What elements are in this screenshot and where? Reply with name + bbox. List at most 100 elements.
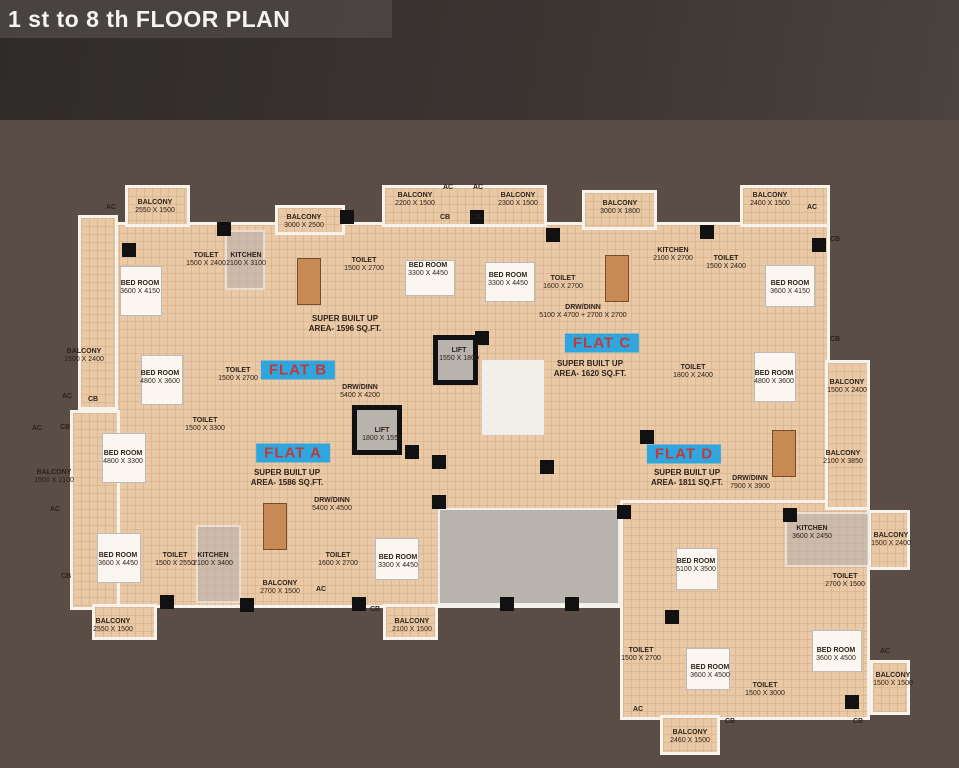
room-dimensions: 3000 X 1800 xyxy=(600,208,640,215)
room-name: KITCHEN xyxy=(796,525,828,532)
room-name: DRW/DINN xyxy=(732,475,768,482)
room-dimensions: 7900 X 3900 xyxy=(730,483,770,490)
room-name: CB xyxy=(829,336,841,343)
room-dimensions: 1500 X 2700 xyxy=(218,375,258,382)
room-name: BALCONY xyxy=(66,348,102,355)
room-name: BED ROOM xyxy=(770,280,810,287)
structural-column xyxy=(500,597,514,611)
room-label: CB xyxy=(61,573,71,581)
room-name: BALCONY xyxy=(137,199,173,206)
room-dimensions: 3600 X 4150 xyxy=(120,288,160,295)
room-label: AC xyxy=(32,425,42,433)
room-label: AC xyxy=(807,204,817,212)
bed xyxy=(754,352,796,402)
bed xyxy=(812,630,862,672)
floor-left-top xyxy=(78,215,118,410)
room-dimensions: 1500 X 2100 xyxy=(34,477,74,484)
room-name: LIFT xyxy=(374,427,390,434)
bed xyxy=(676,548,718,590)
room-name: BALCONY xyxy=(873,532,909,539)
room-dimensions: 4800 X 3600 xyxy=(754,378,794,385)
balcony-bottom-left xyxy=(92,604,157,640)
dining-table-d xyxy=(772,430,796,477)
room-dimensions: 1600 X 2700 xyxy=(543,283,583,290)
structural-column xyxy=(352,597,366,611)
balcony-right-d xyxy=(868,510,910,570)
room-name: TOILET xyxy=(628,647,654,654)
structural-column xyxy=(475,331,489,345)
room-name: TOILET xyxy=(193,252,219,259)
room-name: AC xyxy=(105,204,117,211)
room-label: AC xyxy=(880,648,890,656)
room-name: TOILET xyxy=(225,367,251,374)
structural-column xyxy=(240,598,254,612)
room-dimensions: 1500 X 2700 xyxy=(344,265,384,272)
title-bar: 1 st to 8 th FLOOR PLAN xyxy=(0,0,392,38)
room-name: BALCONY xyxy=(825,450,861,457)
room-name: CB xyxy=(439,214,451,221)
bed xyxy=(97,533,141,583)
room-name: TOILET xyxy=(351,257,377,264)
room-name: BED ROOM xyxy=(676,558,716,565)
room-name: BED ROOM xyxy=(103,450,143,457)
room-dimensions: 1500 X 2400 xyxy=(871,540,911,547)
bed xyxy=(120,266,162,316)
balcony-top-mid xyxy=(382,185,547,227)
balcony-top-right xyxy=(740,185,830,227)
room-dimensions: 4800 X 3300 xyxy=(103,458,143,465)
lift-shaft-a xyxy=(352,405,402,455)
area-heading: SUPER BUILT UP xyxy=(311,314,379,323)
room-name: TOILET xyxy=(752,682,778,689)
area-heading: SUPER BUILT UP xyxy=(556,359,624,368)
balcony-right-d2 xyxy=(870,660,910,715)
room-name: AC xyxy=(61,393,73,400)
room-name: CB xyxy=(87,396,99,403)
room-name: LIFT xyxy=(451,347,467,354)
room-dimensions: 3600 X 2450 xyxy=(792,533,832,540)
dining-table-a xyxy=(263,503,287,550)
room-label: AC xyxy=(633,706,643,714)
room-dimensions: 2100 X 3850 xyxy=(823,458,863,465)
flat-a-label: FLAT A xyxy=(256,443,330,463)
bed xyxy=(405,260,455,296)
room-name: AC xyxy=(315,586,327,593)
room-name: BALCONY xyxy=(36,469,72,476)
bed xyxy=(141,355,183,405)
room-name: TOILET xyxy=(550,275,576,282)
structural-column xyxy=(432,455,446,469)
bed xyxy=(765,265,815,307)
room-name: BALCONY xyxy=(752,192,788,199)
area-heading: SUPER BUILT UP xyxy=(253,468,321,477)
room-dimensions: 3600 X 4500 xyxy=(816,655,856,662)
balcony-bottom-a xyxy=(383,604,438,640)
room-name: KITCHEN xyxy=(657,247,689,254)
room-name: CB xyxy=(59,424,71,431)
room-dimensions: 1500 X 2400 xyxy=(706,263,746,270)
area-value: AREA- 1586 SQ.FT. xyxy=(250,478,324,487)
room-name: TOILET xyxy=(680,364,706,371)
structural-column xyxy=(540,460,554,474)
room-label: CB xyxy=(853,718,863,726)
kitchen-d xyxy=(785,512,870,567)
balcony-right xyxy=(825,360,870,510)
room-dimensions: 1550 X 1800 xyxy=(439,355,479,362)
room-dimensions: 2700 X 1500 xyxy=(260,588,300,595)
room-name: BALCONY xyxy=(95,618,131,625)
